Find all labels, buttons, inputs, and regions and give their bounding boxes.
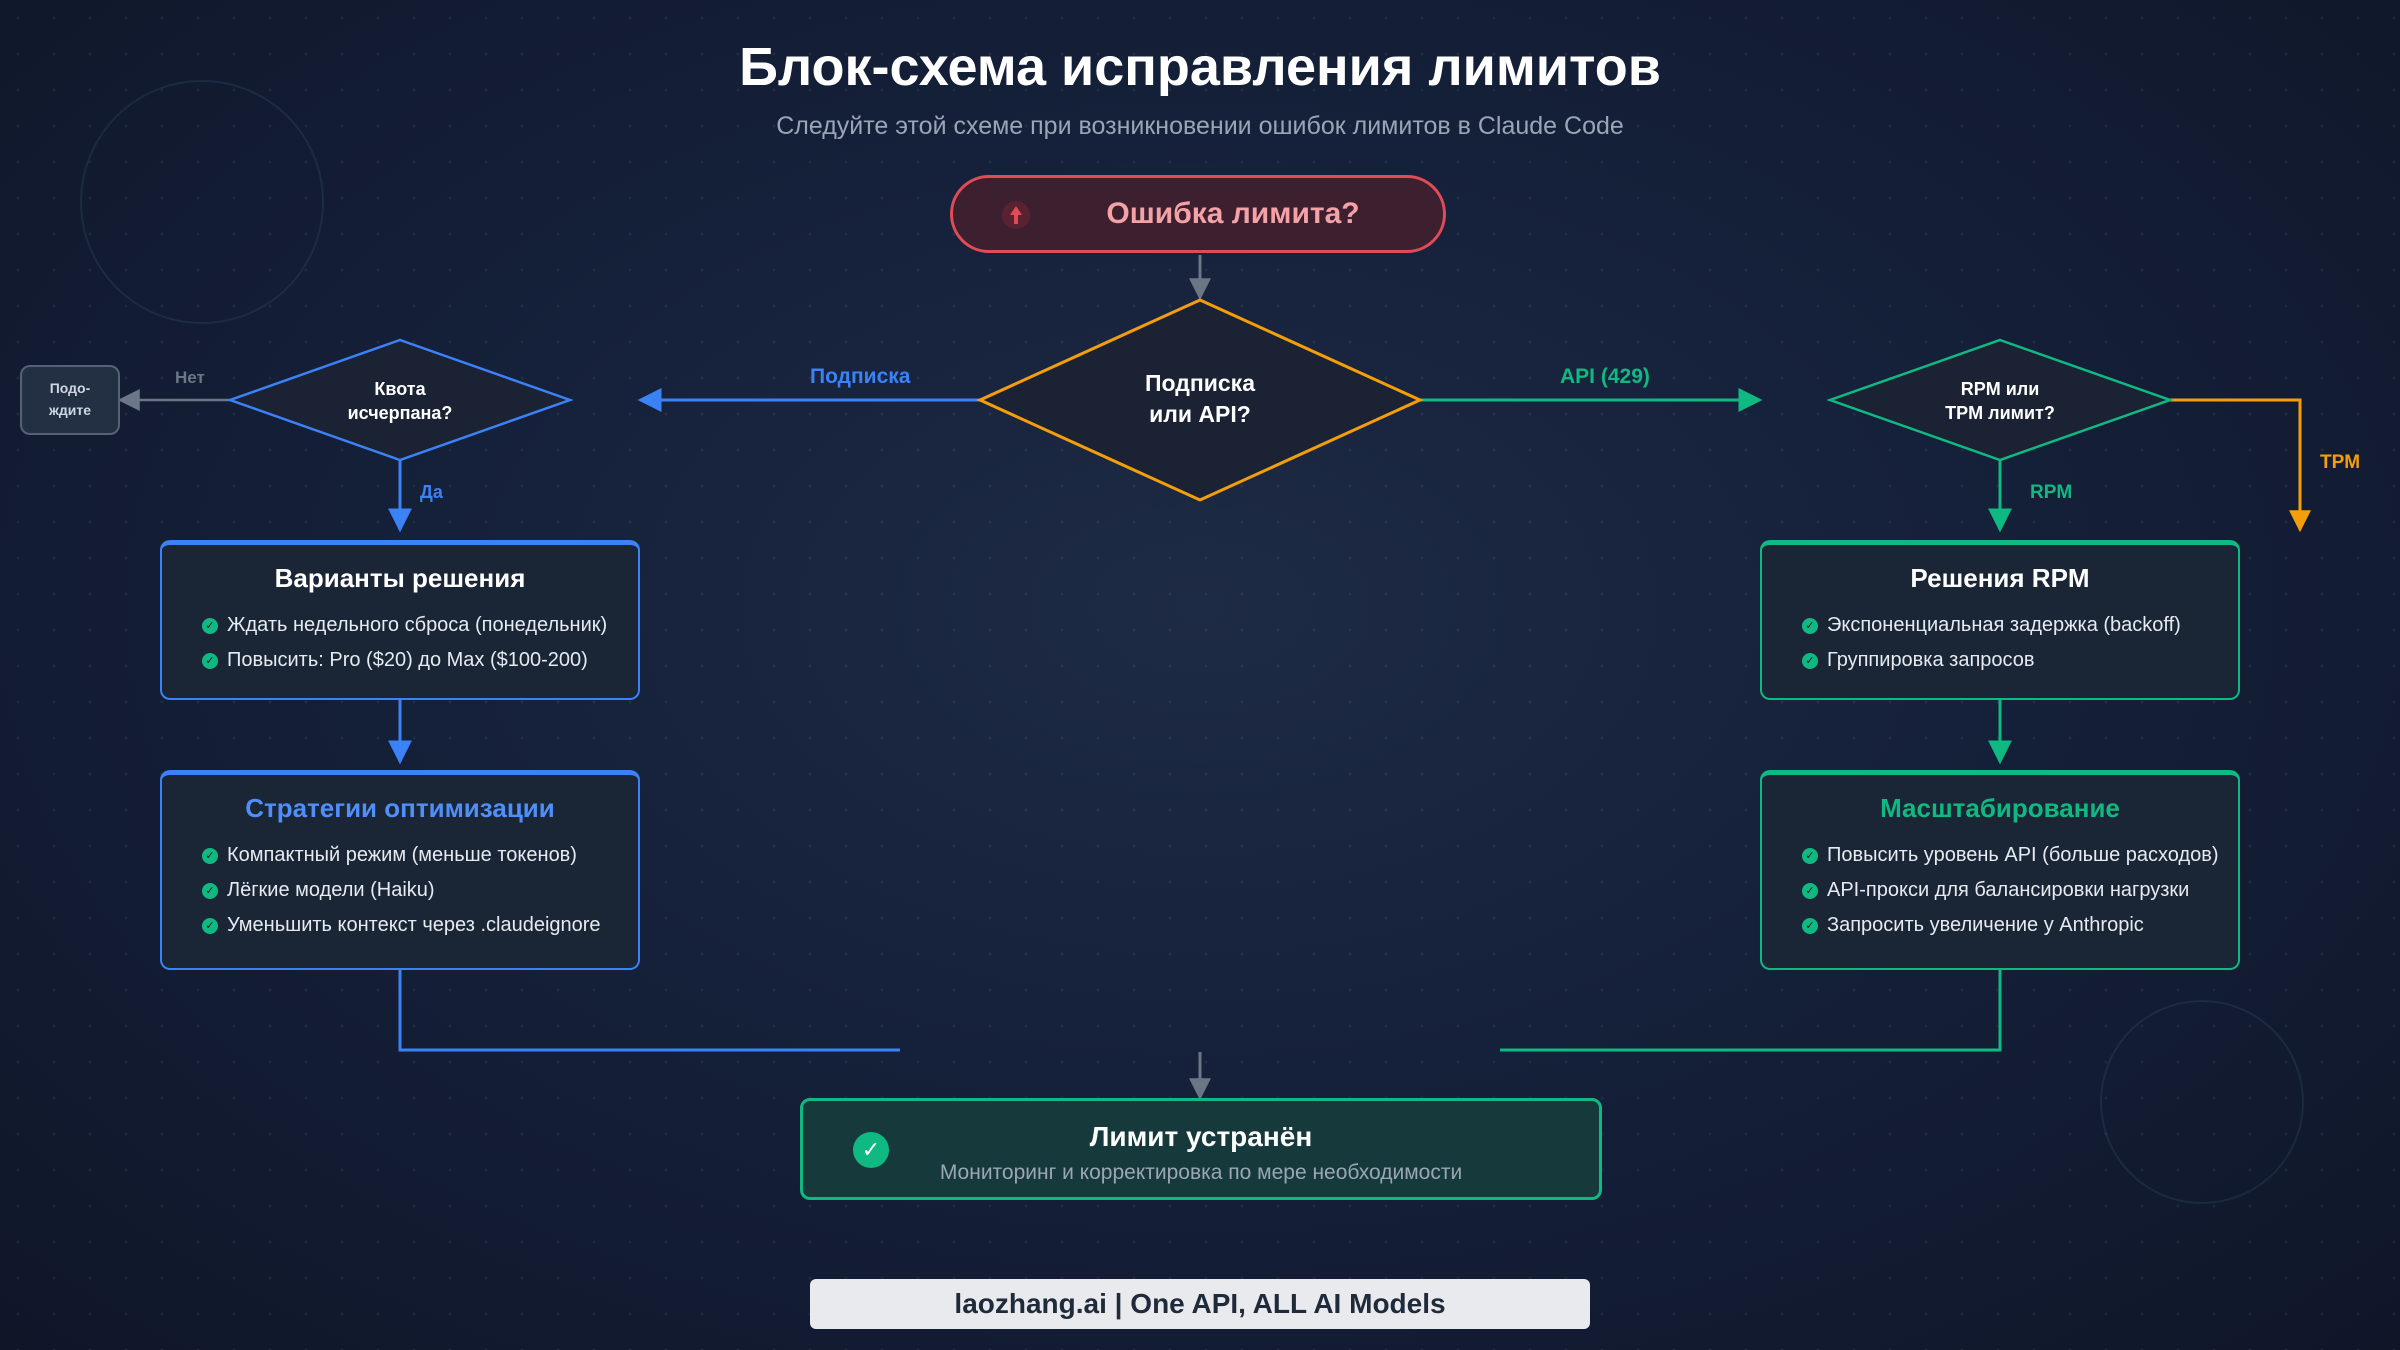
page-subtitle: Следуйте этой схеме при возникновении ош… <box>776 112 1624 140</box>
check-icon: ✓ <box>202 652 218 669</box>
end-node: ✓ Лимит устранён Мониторинг и корректиро… <box>800 1098 1602 1200</box>
list-item-text: Ждать недельного сброса (понедельник) <box>227 614 608 636</box>
edge-label-no: Нет <box>175 368 205 387</box>
list-item-text: Экспоненциальная задержка (backoff) <box>1827 614 2181 636</box>
footer-banner: laozhang.ai | One API, ALL AI Models <box>810 1279 1590 1329</box>
list-item: ✓ Запросить увеличение у Anthropic <box>1802 908 2238 943</box>
scaling-title: Масштабирование <box>1880 793 2120 823</box>
start-node: Ошибка лимита? <box>950 175 1446 253</box>
list-item: ✓ Уменьшить контекст через .claudeignore <box>202 908 638 943</box>
decision-rate-line2: TPM лимит? <box>1945 403 2055 424</box>
list-item-text: API-прокси для балансировки нагрузки <box>1827 879 2190 901</box>
list-item: ✓ Компактный режим (меньше токенов) <box>202 838 638 873</box>
edge-label-yes: Да <box>420 482 443 502</box>
solutions-box: Варианты решения ✓ Ждать недельного сброс… <box>160 540 640 700</box>
list-item-text: Уменьшить контекст через .claudeignore <box>227 914 601 936</box>
optimization-title: Стратегии оптимизации <box>245 793 555 823</box>
list-item-text: Группировка запросов <box>1827 649 2035 671</box>
list-item: ✓ Повысить: Pro ($20) до Max ($100-200) <box>202 643 638 678</box>
edge-label-tpm: TPM <box>2320 452 2361 473</box>
optimization-box: Стратегии оптимизации ✓ Компактный режим … <box>160 770 640 970</box>
wait-line2: ждите <box>48 402 92 418</box>
decision-rate-line1: RPM или <box>1960 379 2040 399</box>
decision-quota-line1: Квота <box>374 379 426 399</box>
list-item: ✓ Группировка запросов <box>1802 643 2238 678</box>
decision-quota-line2: исчерпана? <box>347 403 453 424</box>
start-label: Ошибка лимита? <box>1106 197 1360 230</box>
solutions-title: Варианты решения <box>274 563 526 593</box>
decision-main-line2: или API? <box>1149 401 1251 428</box>
list-item-text: Компактный режим (меньше токенов) <box>227 844 577 866</box>
end-subtitle: Мониторинг и корректировка по мере необх… <box>939 1161 1463 1184</box>
edge-label-subscription: Подписка <box>810 365 911 388</box>
list-item-text: Запросить увеличение у Anthropic <box>1827 914 2144 936</box>
check-icon: ✓ <box>202 847 218 864</box>
check-icon: ✓ <box>202 617 218 634</box>
decision-quota-label: Квота исчерпана? <box>300 377 500 426</box>
decision-rate-diamond <box>1826 338 2174 462</box>
check-icon: ✓ <box>202 917 218 934</box>
list-item-text: Повысить: Pro ($20) до Max ($100-200) <box>227 649 588 671</box>
edge-label-rpm: RPM <box>2030 482 2073 503</box>
list-item: ✓ Повысить уровень API (больше расходов) <box>1802 838 2238 873</box>
connector-rate-to-tpm <box>2170 398 2311 533</box>
scaling-box: Масштабирование ✓ Повысить уровень API (б… <box>1760 770 2240 970</box>
check-icon: ✓ <box>1802 882 1818 899</box>
decision-main-diamond <box>976 298 1424 502</box>
decision-quota-diamond <box>226 338 574 462</box>
decision-rate-label: RPM или TPM лимит? <box>1900 377 2100 426</box>
rpm-solutions-title: Решения RPM <box>1910 563 2090 593</box>
success-check-icon: ✓ <box>853 1132 889 1168</box>
list-item: ✓ Экспоненциальная задержка (backoff) <box>1802 608 2238 643</box>
connector-optimization-to-merge <box>398 970 900 1052</box>
decor-ring-right <box>2100 1000 2304 1204</box>
list-item-text: Повысить уровень API (больше расходов) <box>1827 844 2219 866</box>
wait-line1: Подо- <box>49 380 91 397</box>
rpm-solutions-box: Решения RPM ✓ Экспоненциальная задержка (… <box>1760 540 2240 700</box>
check-icon: ✓ <box>1802 652 1818 669</box>
check-icon: ✓ <box>1802 917 1818 934</box>
alert-icon <box>1002 201 1030 229</box>
connector-scaling-to-merge <box>1500 970 2002 1052</box>
check-icon: ✓ <box>1802 847 1818 864</box>
edge-label-api: API (429) <box>1560 365 1650 388</box>
check-icon: ✓ <box>202 882 218 899</box>
wait-node: Подо- ждите <box>20 365 120 435</box>
end-title: Лимит устранён <box>1089 1121 1313 1152</box>
decor-ring-left <box>80 80 324 324</box>
list-item-text: Лёгкие модели (Haiku) <box>227 879 435 901</box>
check-icon: ✓ <box>1802 617 1818 634</box>
list-item: ✓ Лёгкие модели (Haiku) <box>202 873 638 908</box>
list-item: ✓ API-прокси для балансировки нагрузки <box>1802 873 2238 908</box>
decision-main-label: Подписка или API? <box>1080 368 1320 430</box>
list-item: ✓ Ждать недельного сброса (понедельник) <box>202 608 638 643</box>
decision-main-line1: Подписка <box>1144 370 1255 396</box>
page-title: Блок-схема исправления лимитов <box>739 37 1661 97</box>
